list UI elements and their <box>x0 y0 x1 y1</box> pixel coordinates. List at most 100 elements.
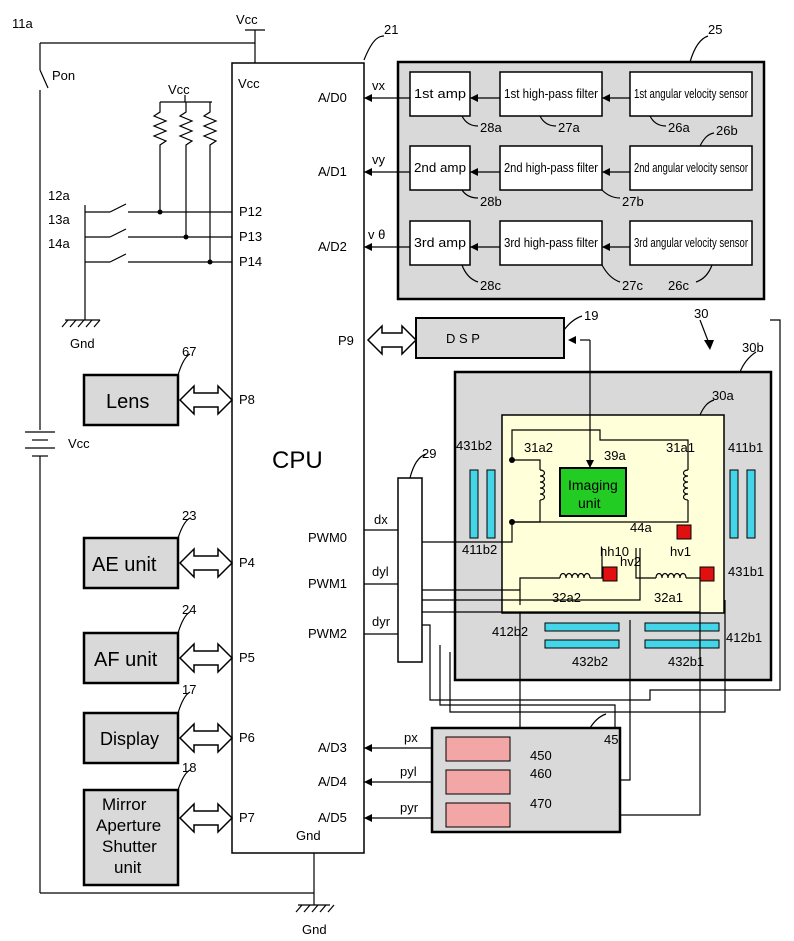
display-label: Display <box>100 729 159 749</box>
label-ref-67: 67 <box>182 344 196 359</box>
port-ad1: A/D1 <box>318 164 347 179</box>
port-ad0: A/D0 <box>318 90 347 105</box>
cpu-block <box>231 62 365 854</box>
amp-3-label: 3rd amp <box>414 235 466 250</box>
ref-44a: 44a <box>630 520 652 535</box>
ref-450: 450 <box>530 748 552 763</box>
amp-2-label: 2nd amp <box>414 160 466 175</box>
port-ad4: A/D4 <box>318 774 347 789</box>
drive-and-sense-wiring <box>364 319 781 822</box>
sig-dyr: dyr <box>372 614 391 629</box>
sig-dx: dx <box>374 512 388 527</box>
mirror-line-4: unit <box>114 858 142 877</box>
label-gnd-bottom: Gnd <box>302 922 327 937</box>
amp-1 <box>409 71 471 117</box>
cpu-label: CPU <box>272 447 323 474</box>
ref-411b1: 411b1 <box>728 440 763 455</box>
ref-28a: 28a <box>480 120 502 135</box>
dsp-label: D S P <box>446 331 480 346</box>
mirror-line-1: Mirror <box>102 795 147 814</box>
ref-hh10: hh10 <box>600 544 629 559</box>
ref-27c: 27c <box>622 278 643 293</box>
port-p14: P14 <box>239 254 262 269</box>
imaging-unit <box>559 467 627 517</box>
ref-32a1: 32a1 <box>654 590 683 605</box>
ref-30a-leader <box>699 399 715 416</box>
port-p6: P6 <box>239 730 255 745</box>
label-ref-30b: 30b <box>742 340 764 355</box>
label-vcc-bat: Vcc <box>68 436 90 451</box>
ref-39a: 39a <box>604 448 626 463</box>
sensor-chain-wiring <box>364 94 630 251</box>
ref-432b2: 432b2 <box>572 654 608 669</box>
label-ref-17: 17 <box>182 682 196 697</box>
label-ref-30a: 30a <box>712 388 734 403</box>
avs-3 <box>629 220 753 266</box>
pwm-wiring <box>364 529 398 635</box>
lens-block <box>82 373 180 427</box>
label-ref-45: 45 <box>604 732 618 747</box>
coils <box>509 429 701 600</box>
port-p4: P4 <box>239 555 255 570</box>
detector-460 <box>445 769 511 795</box>
label-ref-25: 25 <box>708 22 722 37</box>
af-unit-block <box>82 631 180 685</box>
label-12a: 12a <box>48 188 70 203</box>
hpf-2 <box>499 145 603 191</box>
imaging-line-1: Imaging <box>568 477 618 493</box>
ref-432b1: 432b1 <box>668 654 704 669</box>
port-p8: P8 <box>239 392 255 407</box>
sig-dyl: dyl <box>372 564 389 579</box>
port-p13: P13 <box>239 229 262 244</box>
ref-31a1: 31a1 <box>666 440 695 455</box>
ref-412b1: 412b1 <box>726 630 762 645</box>
ref-411b2: 411b2 <box>462 542 497 557</box>
ref-30-arrowhead <box>704 340 714 350</box>
hpf-1-label: 1st high-pass filter <box>504 86 599 101</box>
driver-29 <box>397 477 423 663</box>
port-ad5: A/D5 <box>318 810 347 825</box>
avs-3-label: 3rd angular velocity sensor <box>634 235 748 250</box>
sig-vx: vx <box>372 78 386 93</box>
port-p12: P12 <box>239 204 262 219</box>
ref-27a: 27a <box>558 120 580 135</box>
ae-unit-block <box>82 536 180 590</box>
sig-vtheta: v θ <box>368 227 385 242</box>
amp-3 <box>409 220 471 266</box>
sig-pyl: pyl <box>400 764 417 779</box>
detector-450 <box>445 736 511 762</box>
port-ad2: A/D2 <box>318 239 347 254</box>
peripheral-ref-leaders <box>177 353 191 791</box>
avs-1-label: 1st angular velocity sensor <box>634 86 748 101</box>
ref-hv1: hv1 <box>670 544 691 559</box>
ref-26a: 26a <box>668 120 690 135</box>
switches-12a-14a <box>61 203 335 913</box>
label-14a: 14a <box>48 236 70 251</box>
label-ref-21: 21 <box>384 22 398 37</box>
peripheral-bus-arrows <box>178 384 234 834</box>
port-p7: P7 <box>239 810 255 825</box>
ref-28b: 28b <box>480 194 502 209</box>
port-p5: P5 <box>239 650 255 665</box>
label-gnd-cpu: Gnd <box>296 828 321 843</box>
ae-unit-label: AE unit <box>92 554 157 576</box>
port-pwm1: PWM1 <box>308 576 347 591</box>
amp-2 <box>409 145 471 191</box>
sig-pyr: pyr <box>400 800 419 815</box>
ref-470: 470 <box>530 796 552 811</box>
ref-29-leader <box>409 453 427 479</box>
port-pwm0: PWM0 <box>308 530 347 545</box>
label-gnd-left: Gnd <box>70 336 95 351</box>
label-13a: 13a <box>48 212 70 227</box>
ref-30b-leader <box>739 351 757 373</box>
magnets <box>469 469 756 649</box>
detector-470 <box>445 802 511 828</box>
port-p9: P9 <box>338 333 354 348</box>
imaging-line-2: unit <box>578 495 601 511</box>
hpf-1 <box>499 71 603 117</box>
p9-bus-arrow <box>366 324 418 356</box>
avs-2-label: 2nd angular velocity sensor <box>634 160 748 175</box>
label-ref-24: 24 <box>182 602 196 617</box>
label-ref-23: 23 <box>182 508 196 523</box>
